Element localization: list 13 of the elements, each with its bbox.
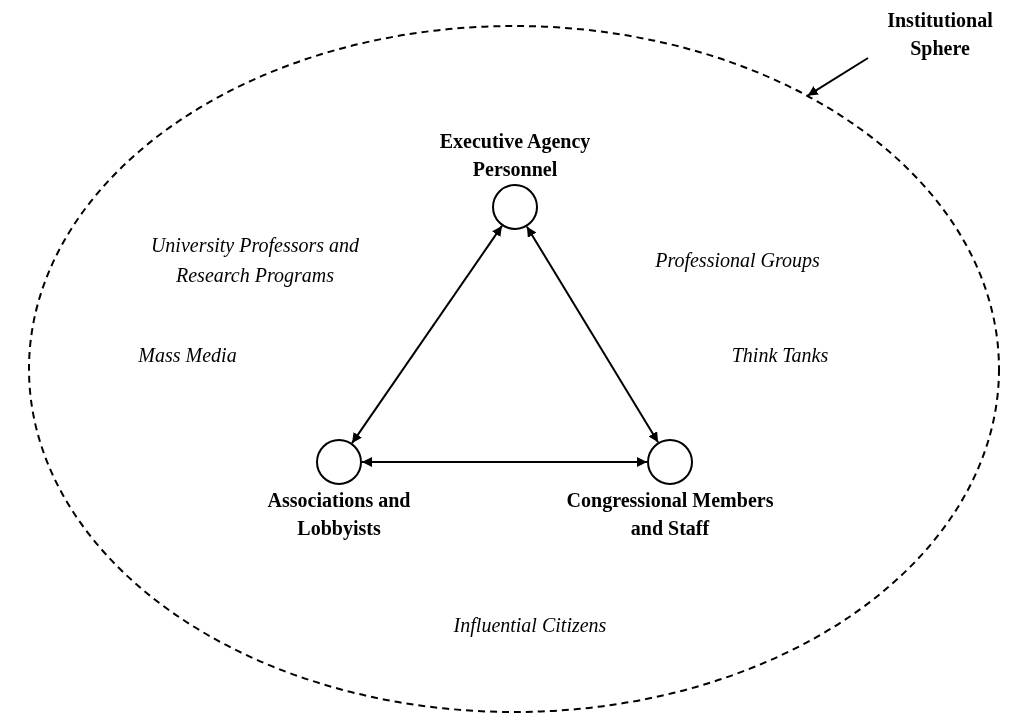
node-label: Congressional Members and Staff: [565, 488, 775, 541]
actor-label: Influential Citizens: [452, 613, 608, 639]
actor-label: Think Tanks: [730, 343, 830, 368]
arrow: [525, 225, 660, 444]
node-label: Associations and Lobbyists: [266, 488, 412, 542]
actor-label: University Professors and Research Programs: [149, 233, 361, 289]
node-label: Executive Agency Personnel: [438, 129, 592, 182]
arrow: [361, 457, 648, 467]
actor-label: Mass Media: [137, 343, 238, 368]
callout-text: Institutional Sphere: [886, 8, 994, 62]
actor-label: Professional Groups: [654, 248, 821, 274]
arrow: [806, 57, 869, 97]
arrow: [351, 224, 503, 445]
